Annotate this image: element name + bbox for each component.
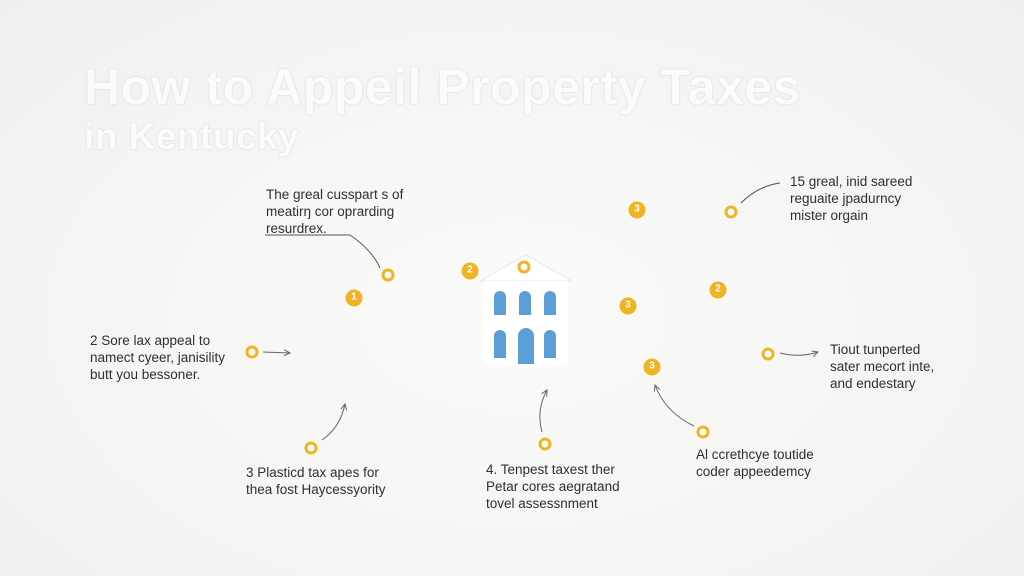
title-line-1: How to Appeil Property Taxes — [84, 59, 801, 115]
marker-3c[interactable]: 3 — [643, 358, 661, 376]
marker-ring[interactable] — [304, 441, 318, 455]
connector-top-left — [265, 234, 381, 269]
marker-2[interactable]: 2 — [461, 262, 479, 280]
note-bottom-right: Al ccrethcye toutide coder appeedemcy — [696, 447, 814, 479]
marker-3b[interactable]: 3 — [619, 297, 637, 315]
marker-1[interactable]: 1 — [345, 289, 363, 307]
marker-ring[interactable] — [724, 205, 738, 219]
marker-ring[interactable] — [538, 437, 552, 451]
connector-right — [779, 352, 818, 355]
note-top-right: 15 greal, inid sareed reguaite jpadurncy… — [790, 174, 913, 223]
connector-bottom-right — [655, 385, 695, 427]
marker-ring[interactable] — [761, 347, 775, 361]
marker-ring[interactable] — [381, 268, 395, 282]
connector-bottom-left — [321, 404, 345, 441]
note-bottom-left: 3 Plasticd tax apes for thea fost Hayces… — [246, 465, 386, 497]
marker-3[interactable]: 3 — [628, 201, 646, 219]
note-right: Tiout tunperted sater mecort inte, and e… — [830, 342, 935, 391]
marker-2b[interactable]: 2 — [709, 281, 727, 299]
connector-bottom-center — [539, 390, 547, 433]
note-left: 2 Sore lax appeal to namect cyeer, janis… — [90, 333, 226, 382]
connector-left — [262, 352, 290, 353]
title-line-2: in Kentucky — [84, 116, 300, 157]
marker-ring[interactable] — [696, 425, 710, 439]
marker-ring[interactable] — [245, 345, 259, 359]
note-top-left: The greal cusspart s of meatirŋ cor opra… — [266, 187, 404, 236]
marker-ring[interactable] — [517, 260, 531, 274]
connector-top-right — [740, 182, 781, 204]
note-bottom-center: 4. Tenpest taxest ther Petar cores aegra… — [486, 462, 620, 511]
